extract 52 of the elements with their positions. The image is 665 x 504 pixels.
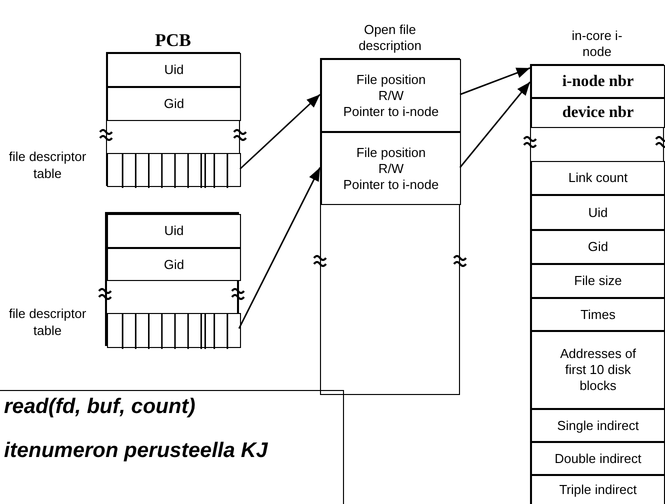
field-label: File size (574, 273, 622, 289)
field-label: Gid (164, 96, 184, 112)
field-label: Single indirect (557, 418, 639, 434)
field-label: Gid (164, 256, 184, 272)
field-row (531, 65, 665, 98)
box-heading: Open file description (358, 22, 422, 54)
field-row (107, 53, 241, 87)
field-row (531, 409, 665, 442)
field-row (531, 331, 665, 409)
arrow (460, 67, 530, 96)
field-label: File position (356, 72, 426, 88)
note-text: read(fd, buf, count) (4, 395, 196, 419)
field-row (531, 230, 665, 264)
field-row (107, 214, 241, 248)
arrow (238, 167, 321, 329)
field-label: File position (356, 144, 426, 160)
field-row (531, 475, 665, 504)
table-label: file descriptor table (8, 305, 88, 339)
field-row (531, 442, 665, 475)
box-heading: in-core i-node (570, 28, 624, 60)
field-label: Triple indirect (559, 482, 637, 498)
field-label: Link count (568, 170, 628, 186)
note-text: itenumeron perusteella KJ (4, 439, 269, 463)
box-heading: PCB (155, 32, 191, 48)
field-label: Times (580, 306, 616, 322)
arrow (459, 82, 531, 168)
field-row (531, 195, 665, 230)
field-label: Uid (588, 204, 608, 220)
field-label: Double indirect (554, 450, 642, 466)
descriptor-table (107, 313, 241, 348)
field-row (107, 248, 241, 281)
field-row (321, 59, 461, 132)
field-row (107, 87, 241, 121)
field-row (531, 264, 665, 298)
field-label: Pointer to i-node (343, 104, 439, 120)
arrow (239, 94, 321, 170)
field-label: Uid (164, 223, 184, 239)
field-row (531, 298, 665, 331)
field-row (531, 98, 665, 128)
table-label: file descriptor table (8, 148, 88, 182)
descriptor-table (107, 153, 241, 187)
field-label: Gid (588, 239, 608, 255)
field-label: device nbr (562, 105, 634, 121)
field-label: Pointer to i-node (343, 176, 439, 192)
field-label: R/W (378, 88, 404, 104)
field-label: Uid (164, 62, 184, 78)
field-label: i-node nbr (562, 74, 634, 90)
field-label: Addresses of first 10 disk blocks (559, 346, 637, 394)
field-row (321, 132, 461, 205)
field-label: R/W (378, 160, 404, 176)
note-box (0, 390, 344, 504)
field-row (531, 161, 665, 195)
